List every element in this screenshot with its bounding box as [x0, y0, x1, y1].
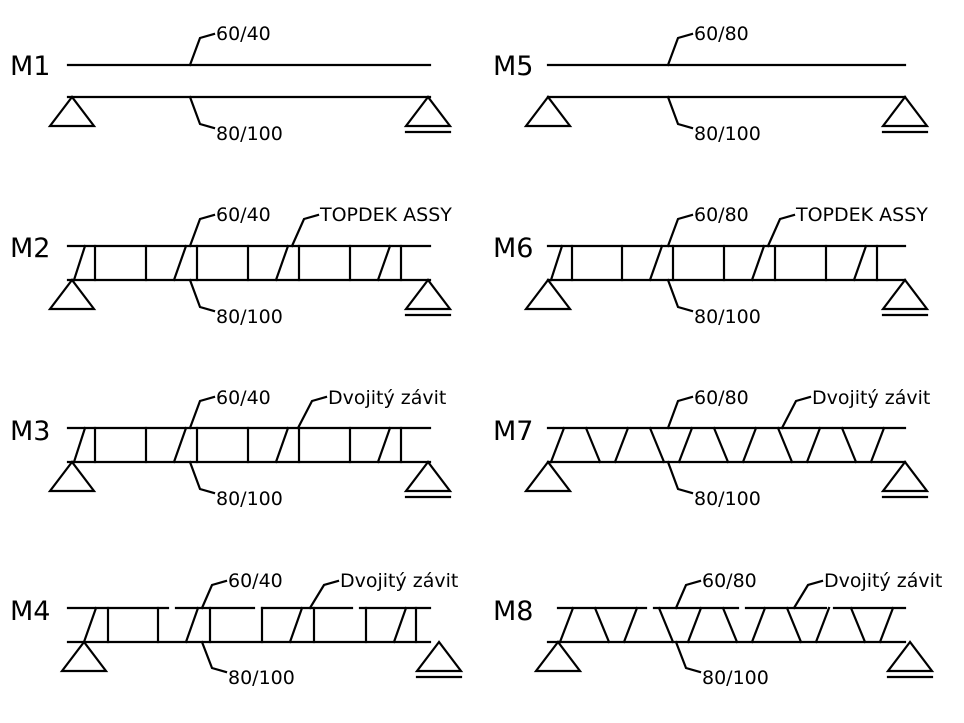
bottom-chord-label: 80/100 — [216, 306, 283, 328]
bottom-chord-label: 80/100 — [216, 123, 283, 145]
top-chord-label: 60/40 — [216, 23, 271, 45]
leader-top — [188, 213, 216, 248]
leader-bottom — [666, 95, 694, 130]
roller-support — [403, 460, 453, 499]
web-note-label: Dvojitý závit — [328, 387, 446, 409]
leader-top — [188, 32, 216, 67]
model-m4: M4 60/40 80/100 — [10, 570, 464, 689]
bottom-chord-label: 80/100 — [694, 488, 761, 510]
web-members — [558, 606, 895, 644]
leader-bottom — [200, 640, 228, 674]
pinned-support — [47, 278, 97, 311]
leader-bottom — [188, 460, 216, 495]
model-label: M5 — [493, 51, 533, 82]
leader-top — [666, 395, 694, 430]
pinned-support — [47, 460, 97, 493]
web-members — [72, 244, 403, 282]
model-m3: M3 60/40 80/100 Dvojitý závit — [10, 387, 453, 510]
top-chord-label: 60/40 — [228, 570, 283, 592]
pinned-support — [533, 640, 583, 673]
bottom-chord-label: 80/100 — [702, 667, 769, 689]
model-m6: M6 60/80 80/100 TOPDEK ASSY — [493, 204, 930, 328]
leader-web — [766, 213, 796, 248]
leader-bottom — [666, 460, 694, 495]
model-label: M3 — [10, 416, 50, 447]
top-chord-label: 60/40 — [216, 204, 271, 226]
roller-support — [414, 640, 464, 679]
leader-top — [674, 579, 702, 610]
web-note-label: Dvojitý závit — [812, 387, 930, 409]
bottom-chord-label: 80/100 — [216, 488, 283, 510]
web-note-label: TOPDEK ASSY — [319, 204, 452, 226]
roller-support — [880, 278, 930, 317]
top-chord-label: 60/40 — [216, 387, 271, 409]
leader-top — [200, 579, 228, 610]
model-label: M1 — [10, 51, 50, 82]
leader-bottom — [188, 95, 216, 130]
pinned-support — [523, 95, 573, 128]
pinned-support — [523, 460, 573, 493]
leader-web — [290, 213, 320, 248]
roller-support — [403, 95, 453, 134]
web-note-label: TOPDEK ASSY — [795, 204, 928, 226]
roller-support — [885, 640, 935, 679]
leader-web — [308, 579, 340, 610]
leader-top — [666, 32, 694, 67]
leader-top — [666, 213, 694, 248]
roller-support — [403, 278, 453, 317]
top-chord-label: 60/80 — [694, 387, 749, 409]
leader-bottom — [674, 640, 702, 674]
model-label: M4 — [10, 596, 50, 627]
model-label: M6 — [493, 233, 533, 264]
bottom-chord-label: 80/100 — [694, 306, 761, 328]
pinned-support — [523, 278, 573, 311]
bottom-chord-label: 80/100 — [694, 123, 761, 145]
leader-top — [188, 395, 216, 430]
top-chord-label: 60/80 — [694, 23, 749, 45]
leader-web — [296, 395, 328, 430]
top-chord-label: 60/80 — [694, 204, 749, 226]
model-m1: M1 60/40 80/100 — [10, 23, 453, 145]
top-chord-label: 60/80 — [702, 570, 757, 592]
web-members — [549, 244, 879, 282]
leader-bottom — [666, 278, 694, 313]
leader-web — [780, 395, 812, 430]
web-note-label: Dvojitý závit — [824, 570, 942, 592]
bottom-chord-label: 80/100 — [228, 667, 295, 689]
leader-bottom — [188, 278, 216, 313]
model-m8: M8 60/80 80/100 — [493, 570, 942, 689]
web-members — [82, 606, 418, 644]
roller-support — [880, 460, 930, 499]
roller-support — [880, 95, 930, 134]
web-members — [549, 426, 886, 464]
model-m5: M5 60/80 80/100 — [493, 23, 930, 145]
model-label: M8 — [493, 596, 533, 627]
web-members — [72, 426, 403, 464]
model-label: M2 — [10, 233, 50, 264]
model-m7: M7 60/80 80/100 Dvojitý závit — [493, 387, 930, 510]
pinned-support — [59, 640, 109, 673]
pinned-support — [47, 95, 97, 128]
web-note-label: Dvojitý závit — [340, 570, 458, 592]
model-label: M7 — [493, 416, 533, 447]
leader-web — [792, 579, 824, 610]
model-m2: M2 60/40 80/100 TOPDEK ASSY — [10, 204, 452, 328]
